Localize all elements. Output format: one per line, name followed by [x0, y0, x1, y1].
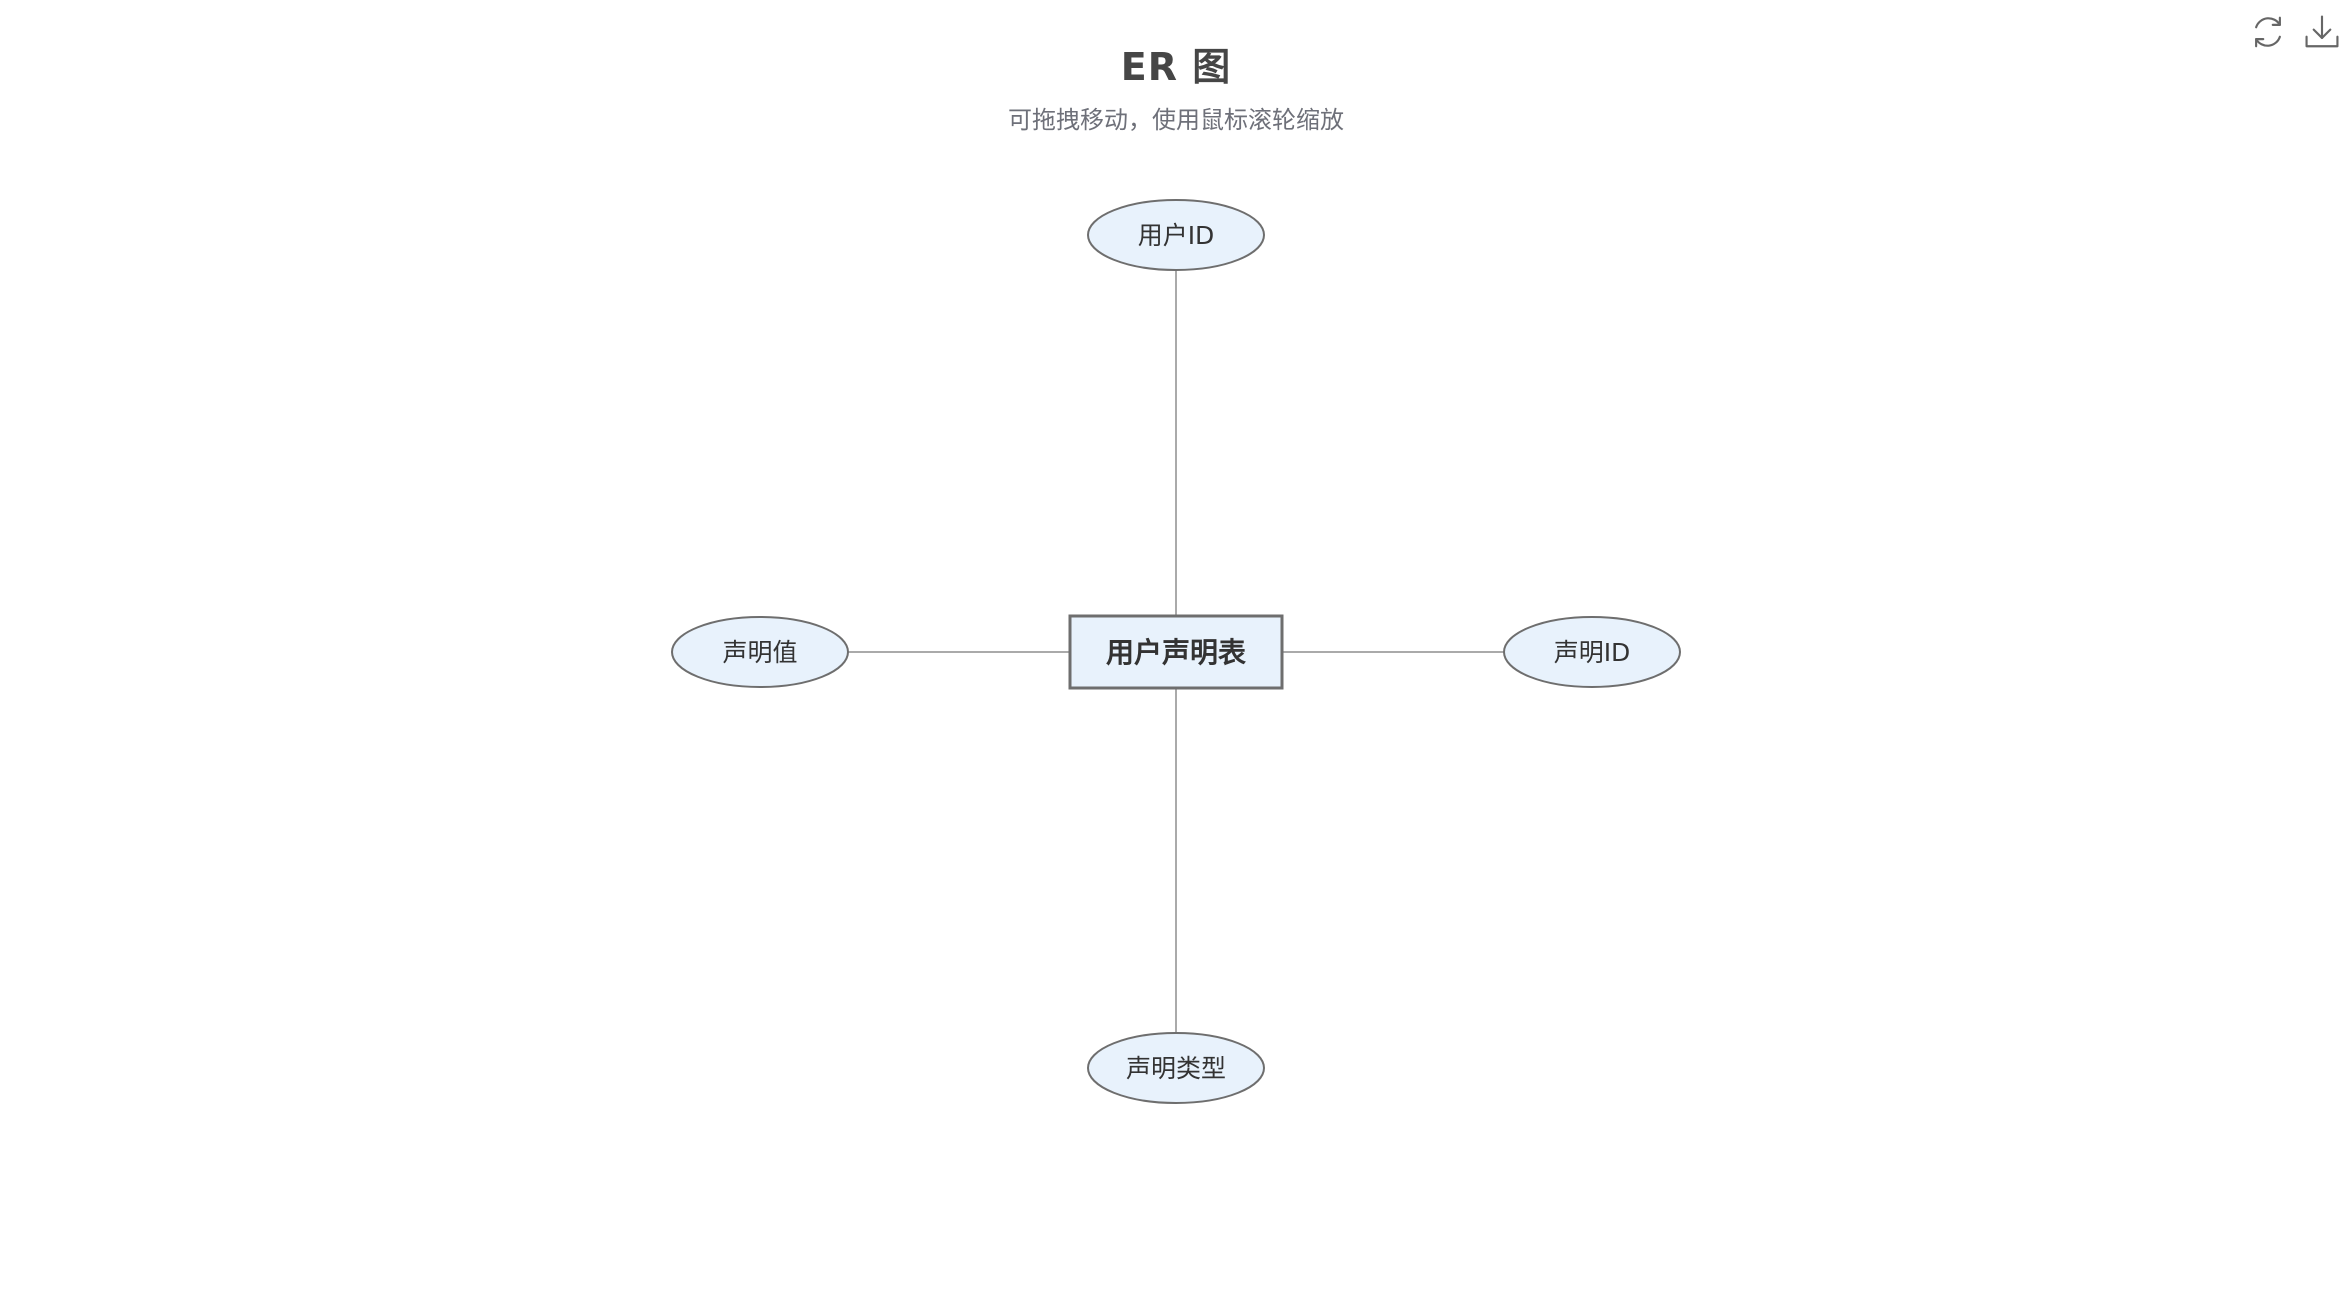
chart-title: ER 图	[1120, 45, 1232, 89]
attribute-node-top[interactable]: 用户ID	[1087, 199, 1265, 271]
attribute-node-right[interactable]: 声明ID	[1503, 616, 1681, 688]
attribute-node-left[interactable]: 声明值	[671, 616, 849, 688]
attribute-node-bottom[interactable]: 声明类型	[1087, 1032, 1265, 1104]
restore-button[interactable]	[2246, 10, 2290, 54]
chart-subtitle: 可拖拽移动，使用鼠标滚轮缩放	[1008, 106, 1344, 134]
attribute-label: 声明值	[722, 638, 797, 667]
attribute-label: 用户ID	[1138, 221, 1215, 250]
save-image-button[interactable]	[2300, 10, 2344, 54]
entity-node[interactable]: 用户声明表	[1068, 614, 1284, 690]
toolbox	[2246, 10, 2344, 54]
attribute-label: 声明ID	[1554, 638, 1631, 667]
refresh-icon	[2255, 16, 2281, 48]
entity-label: 用户声明表	[1106, 636, 1246, 669]
download-icon	[2305, 15, 2339, 48]
attribute-label: 声明类型	[1126, 1054, 1226, 1083]
